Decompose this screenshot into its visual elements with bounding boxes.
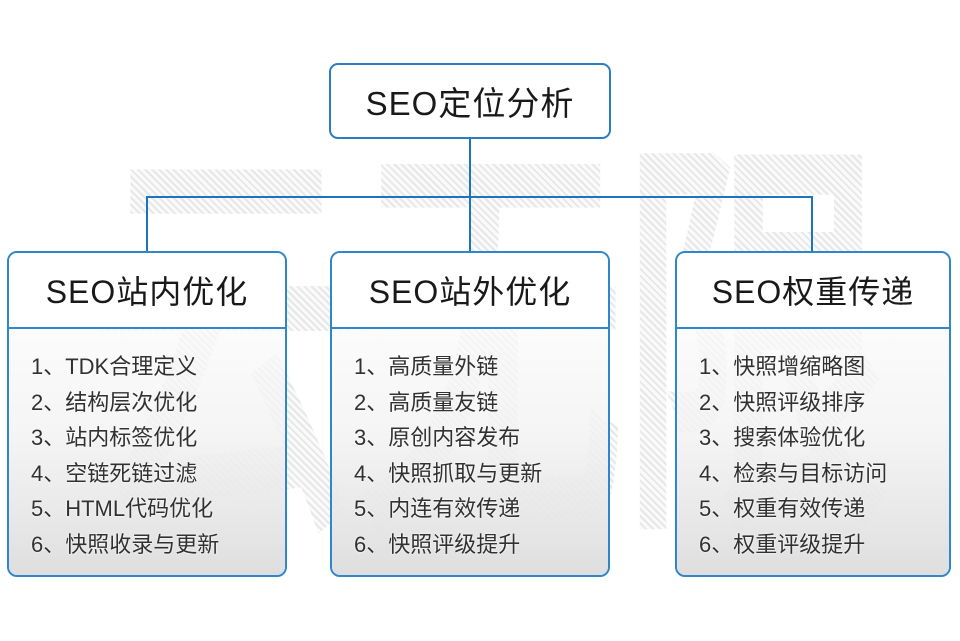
list-item: 3、原创内容发布: [354, 425, 521, 450]
list-item: 5、权重有效传递: [699, 496, 866, 521]
list-item: 5、HTML代码优化: [31, 496, 214, 521]
list-item: 1、快照增缩略图: [699, 354, 866, 379]
column-header: SEO站外优化: [332, 253, 608, 329]
list-item: 3、站内标签优化: [31, 425, 198, 450]
column-title: SEO权重传递: [711, 274, 915, 310]
column-item-list: 1、TDK合理定义 2、结构层次优化 3、站内标签优化 4、空链死链过滤 5、H…: [9, 329, 285, 575]
connector-drop-left: [146, 196, 148, 253]
list-item: 6、快照评级提升: [354, 531, 521, 557]
column-header: SEO站内优化: [9, 253, 285, 329]
connector-root-stub: [469, 137, 471, 198]
column-item-list: 1、快照增缩略图 2、快照评级排序 3、搜索体验优化 4、检索与目标访问 5、权…: [677, 329, 949, 575]
list-item: 2、高质量友链: [354, 389, 499, 415]
root-node-title: SEO定位分析: [365, 85, 575, 122]
column-seo-offsite: SEO站外优化 1、高质量外链 2、高质量友链 3、原创内容发布 4、快照抓取与…: [330, 251, 610, 577]
column-item-list: 1、高质量外链 2、高质量友链 3、原创内容发布 4、快照抓取与更新 5、内连有…: [332, 329, 608, 575]
list-item: 4、检索与目标访问: [699, 460, 888, 486]
connector-trunk: [146, 196, 813, 198]
list-item: 6、权重评级提升: [699, 531, 866, 557]
list-item: 4、快照抓取与更新: [354, 460, 543, 486]
column-header: SEO权重传递: [677, 253, 949, 329]
list-item: 1、高质量外链: [354, 354, 499, 379]
root-node: SEO定位分析: [329, 63, 611, 139]
column-seo-weight-transfer: SEO权重传递 1、快照增缩略图 2、快照评级排序 3、搜索体验优化 4、检索与…: [675, 251, 951, 577]
list-item: 1、TDK合理定义: [31, 354, 198, 379]
column-title: SEO站内优化: [45, 274, 249, 310]
list-item: 2、快照评级排序: [699, 389, 866, 415]
list-item: 4、空链死链过滤: [31, 460, 198, 486]
list-item: 3、搜索体验优化: [699, 425, 866, 450]
connector-drop-right: [811, 196, 813, 253]
list-item: 6、快照收录与更新: [31, 531, 220, 557]
list-item: 2、结构层次优化: [31, 389, 198, 415]
list-item: 5、内连有效传递: [354, 496, 521, 521]
connector-drop-middle: [469, 196, 471, 253]
column-seo-onsite: SEO站内优化 1、TDK合理定义 2、结构层次优化 3、站内标签优化 4、空链…: [7, 251, 287, 577]
column-title: SEO站外优化: [368, 274, 572, 310]
